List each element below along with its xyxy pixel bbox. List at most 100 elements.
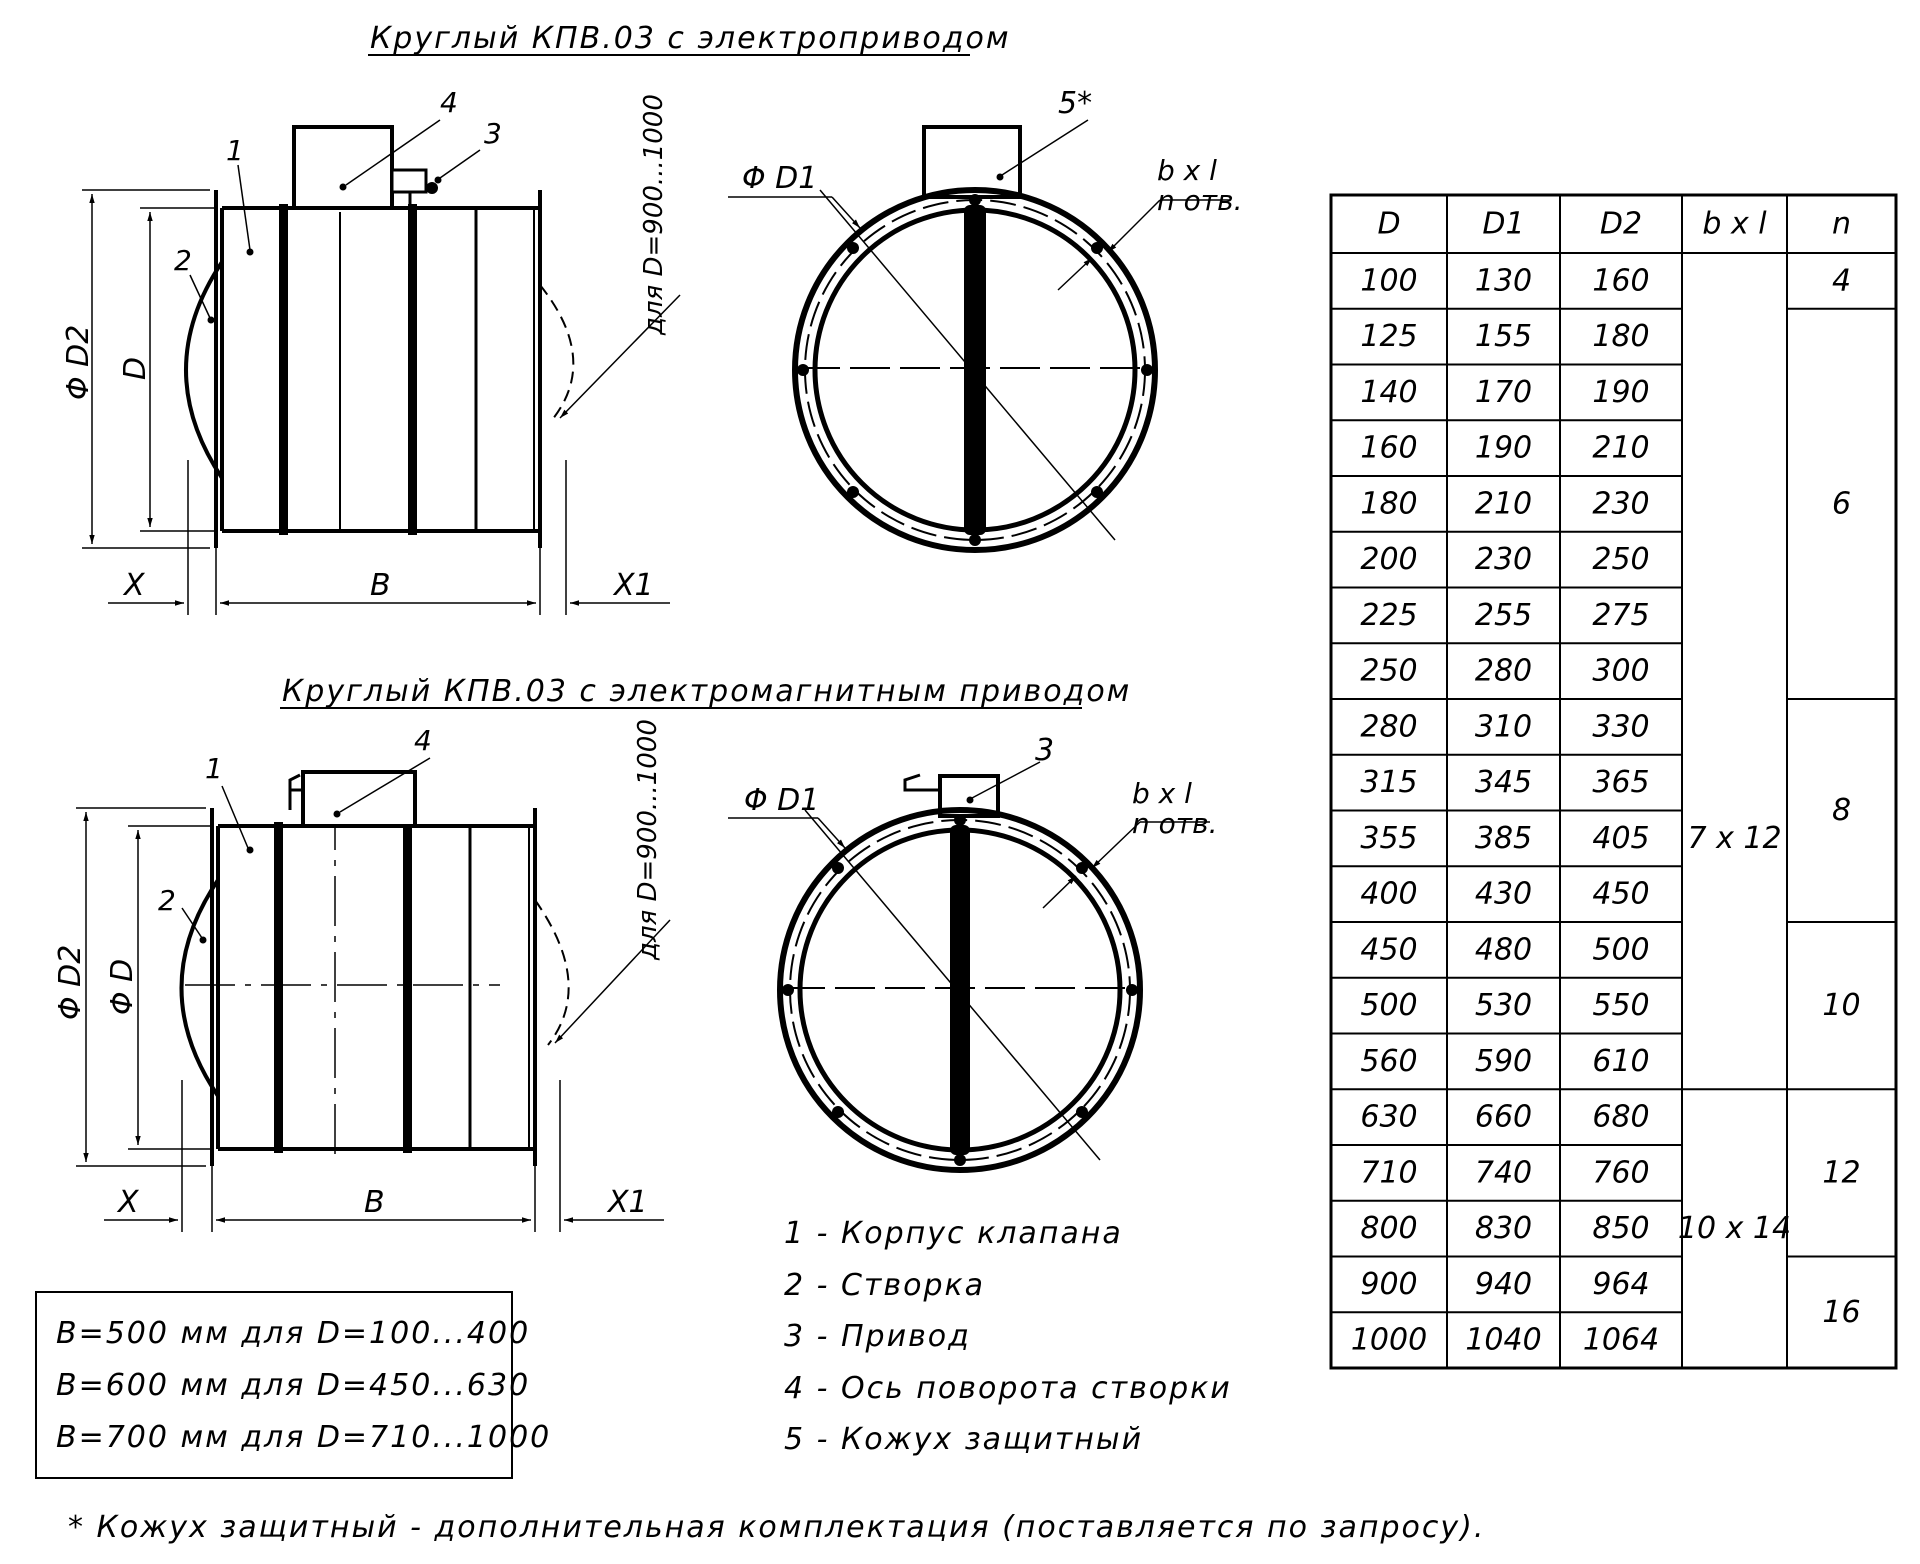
table-n-cell: 10	[1822, 988, 1860, 1023]
label-phi-d1-top: Φ D1	[742, 161, 817, 196]
table-cell: 900	[1360, 1267, 1417, 1302]
table-cell: 155	[1475, 319, 1532, 354]
title-top: Круглый КПВ.03 с электроприводом	[370, 21, 1010, 56]
table-cell: 275	[1592, 598, 1649, 633]
label-d-top: D	[118, 357, 153, 380]
legend-item-2: 2 - Створка	[784, 1268, 985, 1303]
table-cell: 530	[1475, 988, 1532, 1023]
table-cell: 630	[1360, 1100, 1417, 1135]
table-cell: 355	[1360, 821, 1417, 856]
table-cell: 1040	[1465, 1323, 1541, 1358]
side-view-bottom: 1 2 4 для D=900...1000 Φ D2 Φ D X B X1	[53, 719, 671, 1232]
table-cell: 230	[1592, 486, 1649, 521]
label-2-bottom-side: 2	[158, 884, 176, 917]
table-cell: 480	[1475, 932, 1532, 967]
table-cell: 190	[1475, 431, 1532, 466]
table-cell: 280	[1475, 654, 1532, 689]
table-cell: 250	[1360, 654, 1417, 689]
label-phi-d-bottom: Φ D	[105, 959, 140, 1015]
label-b-top: B	[370, 568, 391, 603]
table-cell: 225	[1360, 598, 1417, 633]
table-cell: 310	[1475, 709, 1532, 744]
table-cell: 190	[1592, 375, 1649, 410]
table-cell: 710	[1360, 1155, 1417, 1190]
table-n-cell: 16	[1822, 1295, 1860, 1330]
table-bxl-cell: 10 x 14	[1678, 1211, 1791, 1246]
label-hole-count-top: n отв.	[1157, 184, 1243, 217]
label-1-top-side: 1	[226, 134, 244, 167]
label-phi-d2-bottom: Φ D2	[53, 945, 88, 1020]
table-cell: 160	[1360, 431, 1417, 466]
table-cell: 210	[1475, 486, 1532, 521]
label-x-bottom: X	[116, 1185, 140, 1220]
label-hole-size-bottom: b x l	[1132, 777, 1192, 810]
table-cell: 255	[1475, 598, 1532, 633]
table-cell: 560	[1360, 1044, 1417, 1079]
table-cell: 450	[1360, 932, 1417, 967]
table-header-cell: D	[1377, 207, 1400, 242]
table-cell: 760	[1592, 1155, 1649, 1190]
table-cell: 1000	[1351, 1323, 1427, 1358]
table-cell: 450	[1592, 877, 1649, 912]
label-phi-d1-bottom: Φ D1	[744, 783, 819, 818]
table-cell: 590	[1475, 1044, 1532, 1079]
table-header-cell: D2	[1600, 207, 1642, 242]
table-cell: 180	[1592, 319, 1649, 354]
legend-item-3: 3 - Привод	[784, 1319, 971, 1354]
table-cell: 100	[1360, 263, 1417, 298]
table-cell: 400	[1360, 877, 1417, 912]
b-length-note: B=500 мм для D=100...400 B=600 мм для D=…	[35, 1291, 551, 1479]
table-cell: 280	[1360, 709, 1417, 744]
label-4-bottom-side: 4	[414, 724, 432, 757]
table-cell: 500	[1592, 932, 1649, 967]
table-cell: 610	[1592, 1044, 1649, 1079]
table-cell: 850	[1592, 1211, 1649, 1246]
table-cell: 230	[1475, 542, 1532, 577]
legend-item-5: 5 - Кожух защитный	[784, 1422, 1143, 1457]
side-view-top: 1 2 4 3 для D=900...1000 Φ D2 D X B X1	[61, 86, 681, 615]
table-cell: 405	[1592, 821, 1649, 856]
table-cell: 830	[1475, 1211, 1532, 1246]
label-hole-count-bottom: n отв.	[1132, 807, 1218, 840]
table-cell: 1064	[1583, 1323, 1659, 1358]
footnote: * Кожух защитный - дополнительная компле…	[68, 1510, 1485, 1545]
front-view-bottom: Φ D1 3 b x l n отв.	[728, 733, 1218, 1173]
table-header-cell: b x l	[1702, 207, 1767, 242]
b-note-line-1: B=500 мм для D=100...400	[56, 1316, 530, 1351]
b-note-line-3: B=700 мм для D=710...1000	[56, 1420, 551, 1455]
table-cell: 740	[1475, 1155, 1532, 1190]
table-cell: 500	[1360, 988, 1417, 1023]
label-3-top-side: 3	[484, 117, 502, 150]
table-cell: 940	[1475, 1267, 1532, 1302]
label-3-bottom-front: 3	[1035, 733, 1054, 768]
table-cell: 315	[1360, 765, 1417, 800]
table-cell: 200	[1360, 542, 1417, 577]
table-bxl-cell: 7 x 12	[1687, 821, 1781, 856]
legend-item-4: 4 - Ось поворота створки	[784, 1371, 1232, 1406]
table-cell: 964	[1592, 1267, 1649, 1302]
table-cell: 125	[1360, 319, 1417, 354]
table-cell: 550	[1592, 988, 1649, 1023]
b-note-line-2: B=600 мм для D=450...630	[56, 1368, 530, 1403]
label-hole-size-top: b x l	[1157, 154, 1217, 187]
table-cell: 680	[1592, 1100, 1649, 1135]
table-cell: 170	[1475, 375, 1532, 410]
table-cell: 345	[1475, 765, 1532, 800]
label-2-top-side: 2	[174, 244, 192, 277]
table-cell: 330	[1592, 709, 1649, 744]
table-cell: 210	[1592, 431, 1649, 466]
parts-legend: 1 - Корпус клапана 2 - Створка 3 - Приво…	[784, 1216, 1232, 1457]
label-for-large-top: для D=900...1000	[639, 94, 669, 336]
table-cell: 180	[1360, 486, 1417, 521]
table-n-cell: 12	[1822, 1155, 1860, 1190]
label-4-top-side: 4	[440, 86, 458, 119]
label-x1-top: X1	[612, 568, 654, 603]
label-for-large-bottom: для D=900...1000	[633, 719, 663, 961]
table-cell: 130	[1475, 263, 1532, 298]
table-cell: 800	[1360, 1211, 1417, 1246]
table-header-cell: n	[1832, 207, 1851, 242]
table-cell: 300	[1592, 654, 1649, 689]
table-cell: 430	[1475, 877, 1532, 912]
